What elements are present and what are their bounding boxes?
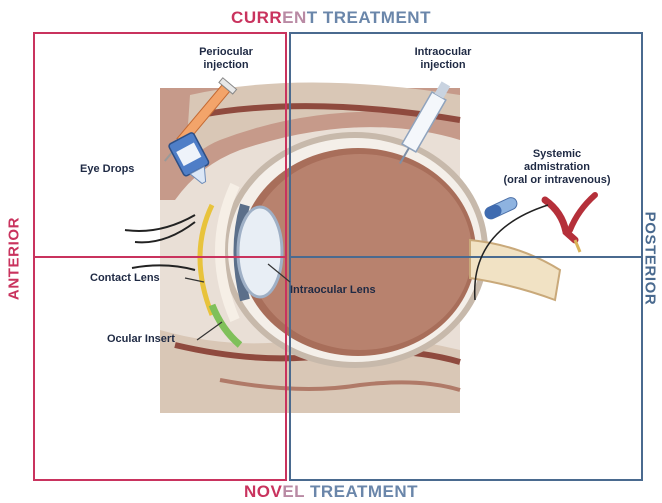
systemic-administration-label: Systemic admistration (oral or intraveno… [487,148,627,187]
posterior-label: POSTERIOR [642,209,659,309]
title-novel-part2: EL [282,482,304,501]
title-current-part1: CURR [231,8,282,27]
intraocular-line2: injection [398,59,488,72]
intraocular-lens-label: Intraocular Lens [290,284,376,297]
eye-drops-label: Eye Drops [80,163,134,176]
contact-lens-label: Contact Lens [90,272,160,285]
systemic-line3: (oral or intravenous) [487,174,627,187]
pill-icon [483,196,519,221]
title-current-part3: T TREATMENT [307,8,431,27]
vein-icon [545,195,595,252]
systemic-line2: admistration [487,161,627,174]
title-novel-part3: TREATMENT [305,482,418,501]
intraocular-injection-label: Intraocular injection [398,46,488,72]
periocular-line1: Periocular [186,46,266,59]
periocular-line2: injection [186,59,266,72]
periocular-injection-label: Periocular injection [186,46,266,72]
intraocular-line1: Intraocular [398,46,488,59]
anterior-label: ANTERIOR [6,209,23,309]
title-current-part2: EN [282,8,307,27]
ocular-insert-label: Ocular Insert [107,333,175,346]
current-treatment-title: CURRENT TREATMENT [0,8,662,28]
novel-treatment-title: NOVEL TREATMENT [0,482,662,502]
title-novel-part1: NOV [244,482,282,501]
systemic-line1: Systemic [487,148,627,161]
